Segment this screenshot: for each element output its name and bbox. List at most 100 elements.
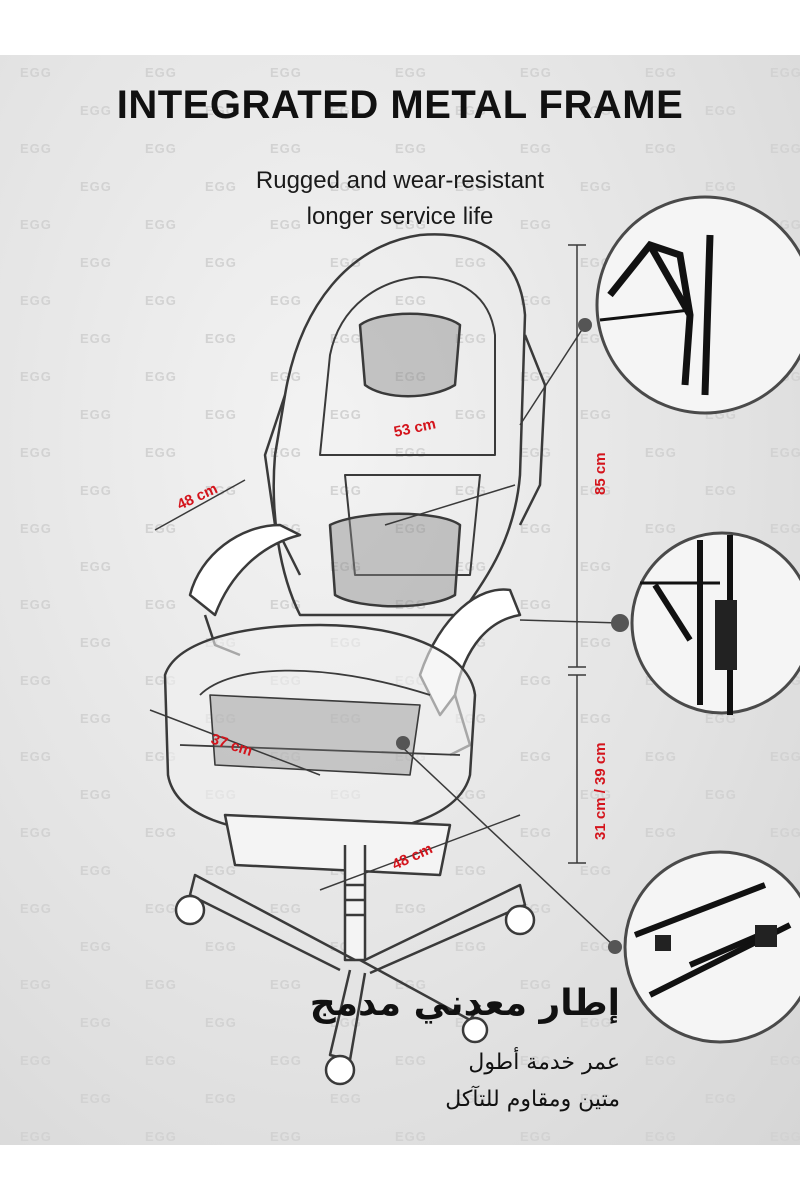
watermark-logo: EGG: [645, 521, 677, 536]
watermark-logo: EGG: [330, 255, 362, 270]
watermark-logo: EGG: [770, 445, 800, 460]
watermark-logo: EGG: [770, 65, 800, 80]
detail-circle-armrest-frame: [630, 531, 800, 715]
watermark-logo: EGG: [145, 293, 177, 308]
watermark-logo: EGG: [705, 787, 737, 802]
watermark-logo: EGG: [520, 141, 552, 156]
watermark-logo: EGG: [395, 369, 427, 384]
watermark-logo: EGG: [580, 787, 612, 802]
watermark-logo: EGG: [20, 65, 52, 80]
product-image-canvas: EGG EGG EGG EGG EGG EGG EGG EGG EGG EGG EGG EGG EGG E…: [0, 55, 800, 1145]
watermark-logo: EGG: [145, 369, 177, 384]
watermark-logo: EGG: [580, 863, 612, 878]
watermark-logo: EGG: [270, 445, 302, 460]
detail-circle-backrest-frame: [595, 195, 800, 415]
detail-circle-seat-frame: [623, 850, 800, 1044]
watermark-logo: EGG: [580, 103, 612, 118]
watermark-logo: EGG: [205, 255, 237, 270]
watermark-logo: EGG: [145, 445, 177, 460]
watermark-logo: EGG: [770, 825, 800, 840]
watermark-logo: EGG: [395, 901, 427, 916]
watermark-logo: EGG: [455, 179, 487, 194]
watermark-logo: EGG: [330, 1091, 362, 1106]
watermark-logo: EGG: [455, 331, 487, 346]
watermark-logo: EGG: [205, 407, 237, 422]
watermark-logo: EGG: [770, 1053, 800, 1068]
watermark-logo: EGG: [20, 901, 52, 916]
watermark-logo: EGG: [205, 1091, 237, 1106]
watermark-logo: EGG: [705, 483, 737, 498]
watermark-logo: EGG: [80, 103, 112, 118]
dim-seat-height: 31 cm / 39 cm: [592, 742, 609, 840]
watermark-logo: EGG: [330, 331, 362, 346]
watermark-logo: EGG: [145, 1053, 177, 1068]
watermark-logo: EGG: [645, 65, 677, 80]
watermark-logo: EGG: [270, 293, 302, 308]
watermark-logo: EGG: [520, 521, 552, 536]
watermark-logo: EGG: [645, 1129, 677, 1144]
watermark-logo: EGG: [455, 255, 487, 270]
watermark-logo: EGG: [455, 1091, 487, 1106]
watermark-logo: EGG: [205, 1015, 237, 1030]
watermark-logo: EGG: [270, 977, 302, 992]
watermark-logo: EGG: [20, 293, 52, 308]
watermark-logo: EGG: [645, 825, 677, 840]
watermark-logo: EGG: [645, 1053, 677, 1068]
watermark-logo: EGG: [770, 141, 800, 156]
watermark-logo: EGG: [20, 521, 52, 536]
dim-backrest-height: 85 cm: [592, 452, 609, 495]
watermark-logo: EGG: [270, 901, 302, 916]
watermark-logo: EGG: [520, 65, 552, 80]
watermark-logo: EGG: [205, 331, 237, 346]
watermark-logo: EGG: [20, 445, 52, 460]
watermark-logo: EGG: [205, 863, 237, 878]
watermark-logo: EGG: [270, 217, 302, 232]
watermark-logo: EGG: [80, 407, 112, 422]
callout-dots: [396, 318, 629, 954]
watermark-logo: EGG: [645, 141, 677, 156]
page-title: INTEGRATED METAL FRAME: [116, 83, 684, 127]
arabic-heading: إطار معدني مدمج: [309, 983, 620, 1024]
watermark-logo: EGG: [20, 1053, 52, 1068]
watermark-logo: EGG: [580, 1015, 612, 1030]
watermark-logo: EGG: [270, 65, 302, 80]
watermark-logo: EGG: [770, 1129, 800, 1144]
watermark-logo: EGG: [395, 1053, 427, 1068]
watermark-logo: EGG: [205, 939, 237, 954]
watermark-logo: EGG: [80, 787, 112, 802]
watermark-logo: EGG: [580, 1091, 612, 1106]
watermark-logo: EGG: [520, 597, 552, 612]
watermark-logo: EGG: [770, 521, 800, 536]
watermark-logo: EGG: [520, 673, 552, 688]
watermark-logo: EGG: [645, 749, 677, 764]
watermark-logo: EGG: [705, 179, 737, 194]
watermark-logo: EGG: [580, 179, 612, 194]
watermark-logo: EGG: [520, 825, 552, 840]
dim-armrest-span: 48 cm: [175, 480, 221, 513]
watermark-logo: EGG: [145, 65, 177, 80]
watermark-logo: EGG: [455, 939, 487, 954]
watermark-logo: EGG: [270, 141, 302, 156]
dim-backrest-width: 53 cm: [392, 415, 437, 440]
watermark-logo: EGG: [770, 749, 800, 764]
watermark-logo: EGG: [80, 635, 112, 650]
watermark-logo: EGG: [330, 407, 362, 422]
watermark-logo: EGG: [20, 977, 52, 992]
watermark-logo: EGG: [330, 179, 362, 194]
watermark-logo: EGG: [270, 369, 302, 384]
watermark-logo: EGG: [580, 939, 612, 954]
watermark-logo: EGG: [20, 825, 52, 840]
watermark-logo: EGG: [395, 977, 427, 992]
watermark-logo: EGG: [395, 293, 427, 308]
watermark-logo: EGG: [520, 977, 552, 992]
watermark-logo: EGG: [20, 597, 52, 612]
arabic-line-1: عمر خدمة أطول: [468, 1050, 620, 1075]
watermark-logo: EGG: [395, 445, 427, 460]
watermark-logo: EGG: [455, 103, 487, 118]
watermark-logo: EGG: [20, 749, 52, 764]
watermark-logo: EGG: [455, 863, 487, 878]
dimension-lines: [149, 244, 621, 948]
watermark-logo: EGG: [20, 141, 52, 156]
watermark-logo: EGG: [455, 407, 487, 422]
watermark-logo: EGG: [205, 483, 237, 498]
